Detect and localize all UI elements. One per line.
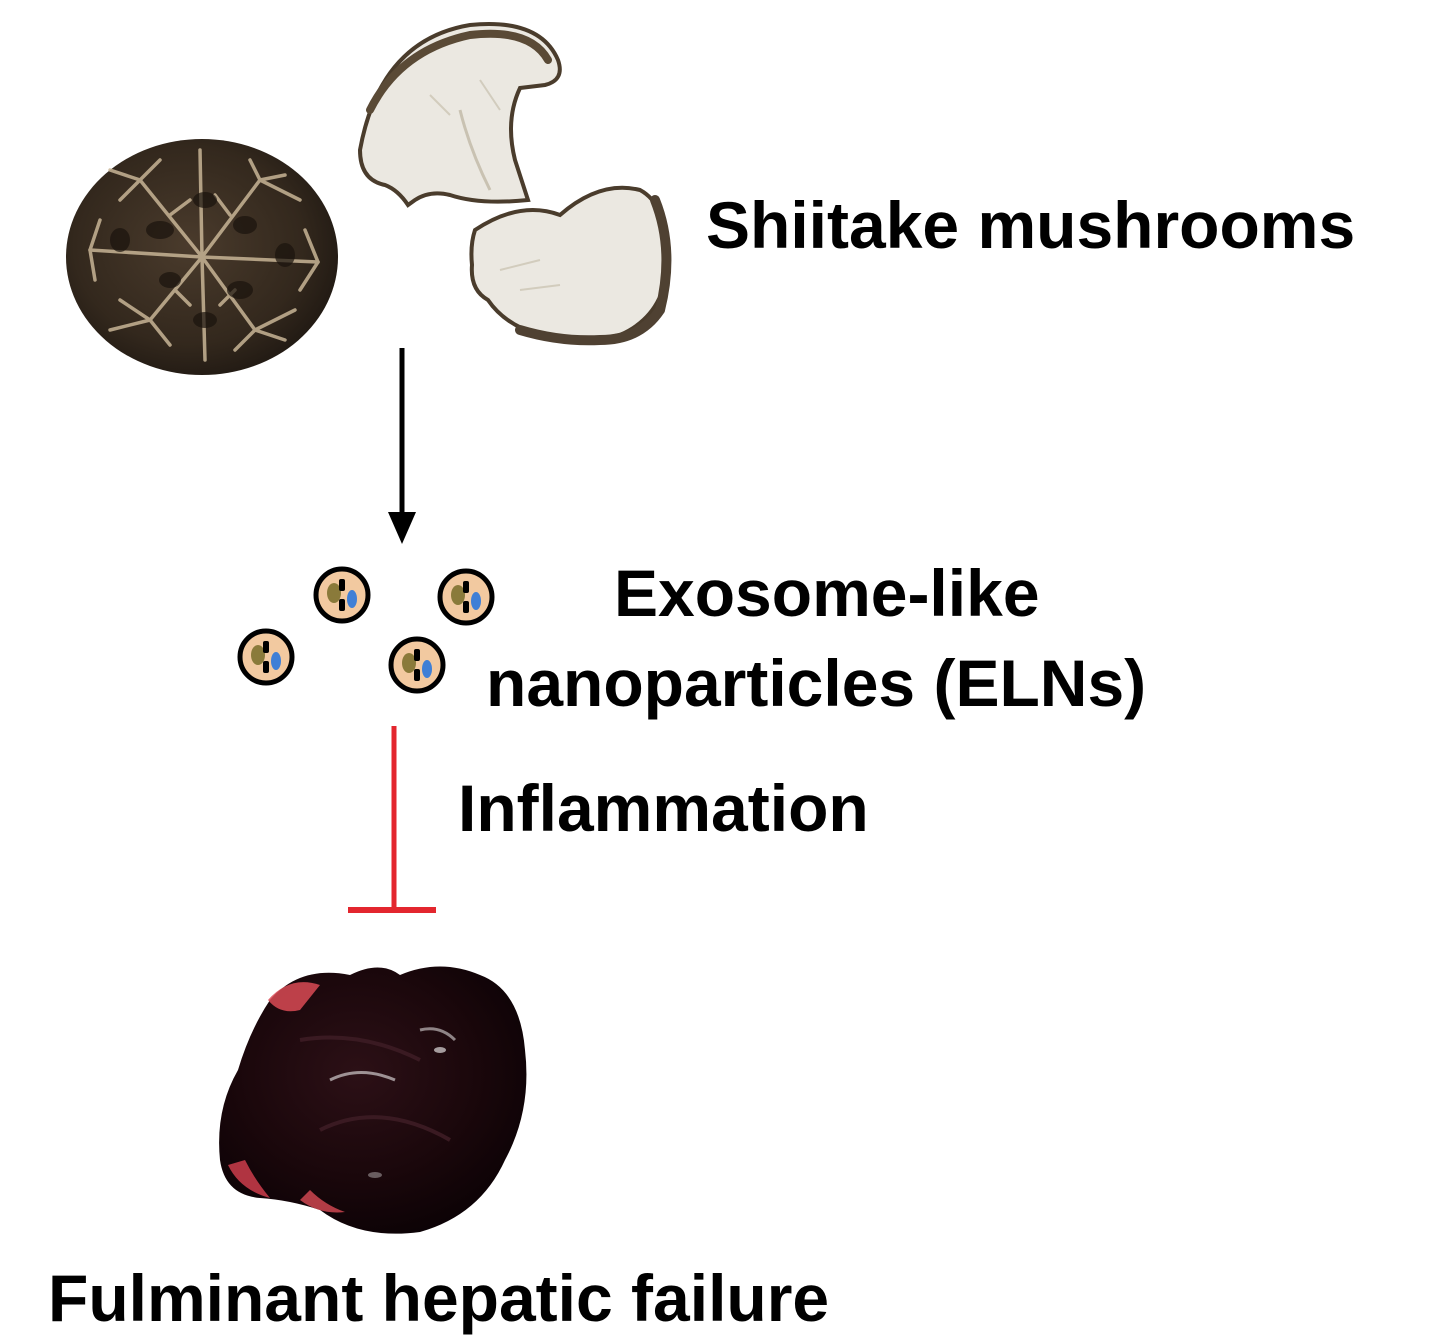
eln-label-line1: Exosome-like (614, 556, 1040, 630)
mushroom-halves-icon (357, 22, 672, 346)
effect-label: Inflammation (458, 771, 869, 845)
eln-label-line2: nanoparticles (ELNs) (486, 646, 1147, 720)
liver-icon (219, 966, 527, 1234)
production-arrow (388, 348, 416, 544)
inhibition-bar (348, 726, 436, 913)
mushroom-cap-icon (66, 139, 338, 375)
vesicle-icon (237, 628, 295, 686)
vesicle-icon (437, 568, 495, 626)
vesicle-icon (313, 566, 371, 624)
source-label: Shiitake mushrooms (706, 188, 1356, 262)
vesicle-icon (388, 636, 446, 694)
target-label: Fulminant hepatic failure (48, 1261, 830, 1335)
